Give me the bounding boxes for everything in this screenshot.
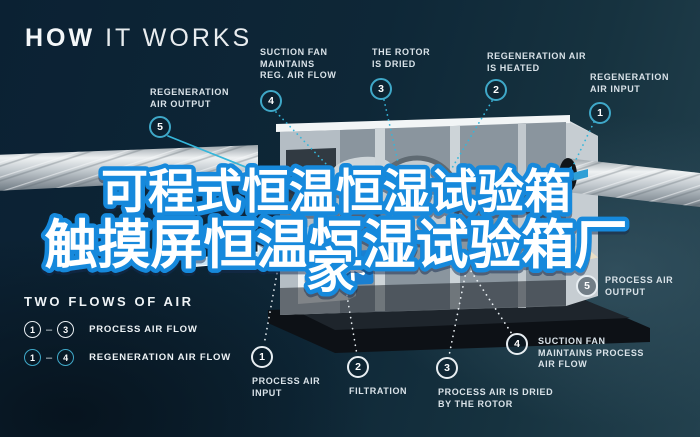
right-regeneration-duct (554, 158, 700, 207)
process-air-input-arrow (187, 244, 290, 269)
page-title: HOW IT WORKS (25, 24, 252, 53)
machine-top-rail (276, 115, 570, 132)
step-circle-process-3: 3 (436, 357, 458, 379)
legend-circle-start: 1 (24, 349, 41, 366)
label-regeneration-air-input: REGENERATION AIR INPUT (590, 72, 670, 94)
suction-fan (518, 174, 562, 218)
legend-title: TWO FLOWS OF AIR (24, 294, 194, 309)
machine-body (276, 115, 598, 315)
process-leader-lines (263, 231, 583, 357)
step-circle-process-2: 2 (347, 356, 369, 378)
page-title-light: IT WORKS (105, 24, 253, 52)
step-circle-regen-5: 5 (149, 116, 171, 138)
regeneration-air-input-arrow (554, 166, 588, 188)
step-circle-process-4: 4 (506, 333, 528, 355)
step-circle-regen-2: 2 (485, 79, 507, 101)
legend-two-flows-of-air: TWO FLOWS OF AIR 1 – 3 PROCESS AIR FLOW … (24, 294, 231, 376)
label-regeneration-air-output: REGENERATION AIR OUTPUT (150, 87, 230, 109)
legend-label-regeneration: REGENERATION AIR FLOW (89, 352, 232, 363)
step-circle-regen-4: 4 (260, 90, 282, 112)
step-circle-regen-1: 1 (589, 102, 611, 124)
step-circle-process-5: 5 (576, 275, 598, 297)
process-air-output-arrow (544, 240, 599, 264)
label-process-air-input: PROCESS AIR INPUT (252, 376, 321, 398)
legend-dash: – (46, 323, 53, 336)
label-process-air-is-dried: PROCESS AIR IS DRIED BY THE ROTOR (438, 387, 554, 409)
legend-circle-end: 3 (57, 321, 75, 338)
legend-dash: – (46, 351, 53, 364)
label-process-air-output: PROCESS AIR OUTPUT (605, 275, 674, 297)
brand-logo (331, 250, 374, 286)
legend-label-process: PROCESS AIR FLOW (89, 324, 198, 335)
regeneration-leader-lines (167, 99, 595, 173)
label-suction-fan-process-air-flow: SUCTION FAN MAINTAINS PROCESS AIR FLOW (538, 336, 645, 369)
step-circle-process-1: 1 (251, 346, 273, 368)
left-regeneration-duct (0, 145, 258, 191)
label-filtration: FILTRATION (349, 386, 408, 396)
label-suction-fan-reg-air-flow: SUCTION FAN MAINTAINS REG. AIR FLOW (260, 47, 337, 80)
page-title-bold: HOW (25, 24, 96, 52)
step-circle-regen-3: 3 (370, 78, 392, 100)
legend-circle-end: 4 (57, 349, 75, 366)
left-compartment-opening (286, 148, 336, 214)
legend-row-process: 1 – 3 PROCESS AIR FLOW (24, 320, 231, 339)
label-regeneration-air-is-heated: REGENERATION AIR IS HEATED (487, 51, 587, 73)
legend-row-regeneration: 1 – 4 REGENERATION AIR FLOW (24, 348, 231, 367)
snowflake-icon (339, 254, 365, 282)
label-the-rotor-is-dried: THE ROTOR IS DRIED (372, 47, 431, 69)
legend-circle-start: 1 (24, 321, 41, 338)
